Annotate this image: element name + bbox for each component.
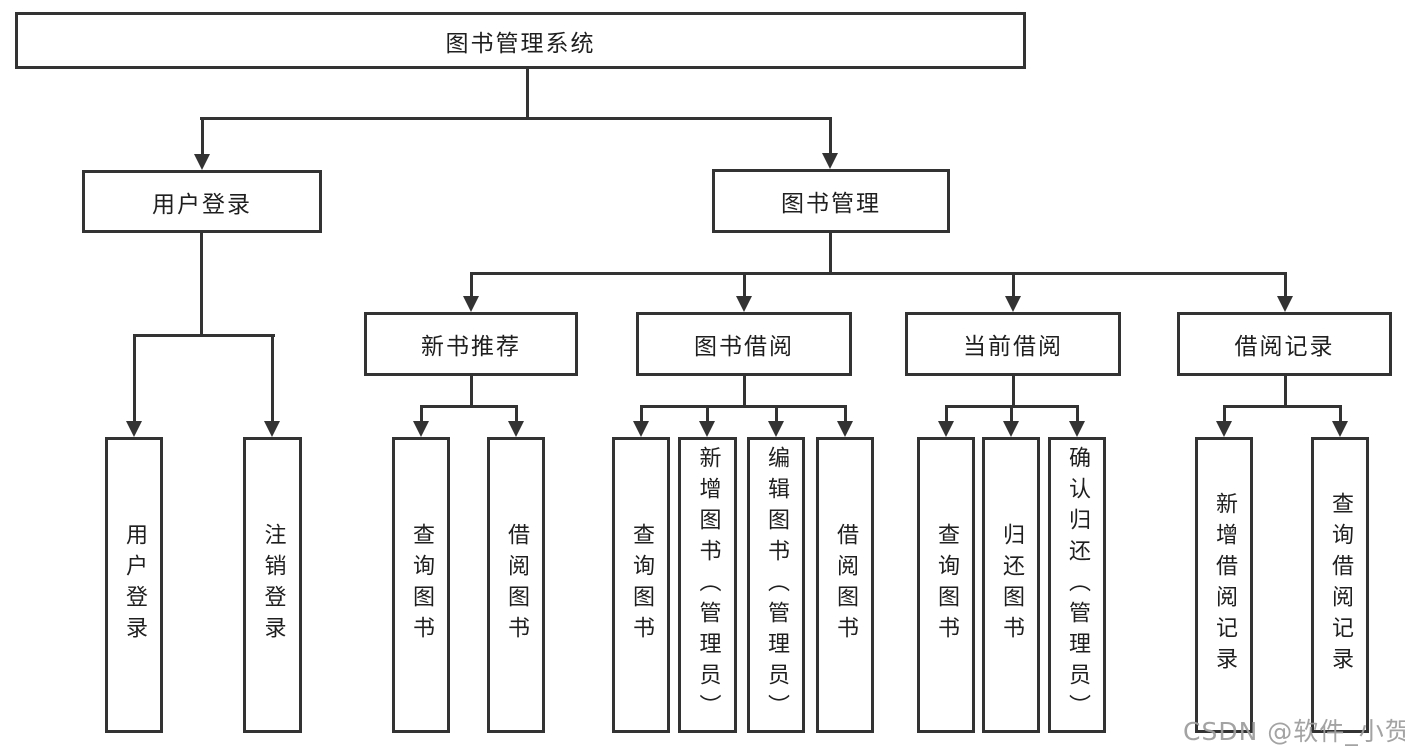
- leaf-borrow-books-recommend-label: 借阅图书: [504, 523, 529, 647]
- arrow-down-icon: [1005, 296, 1021, 312]
- connector-line: [829, 233, 832, 275]
- connector-line: [470, 272, 1287, 275]
- connector-line: [1223, 405, 1226, 423]
- node-library-system-label: 图书管理系统: [445, 30, 596, 57]
- node-user-login: 用户登录: [82, 170, 322, 233]
- connector-line: [1284, 272, 1287, 296]
- arrow-down-icon: [463, 296, 479, 312]
- arrow-down-icon: [508, 421, 524, 437]
- leaf-edit-book-admin-label: 编辑图书（管理员）: [764, 445, 789, 725]
- node-book-management: 图书管理: [712, 169, 950, 233]
- leaf-query-books-borrowing-label: 查询图书: [629, 523, 654, 647]
- leaf-user-login-label: 用户登录: [122, 523, 147, 647]
- arrow-down-icon: [1216, 421, 1232, 437]
- arrow-down-icon: [413, 421, 429, 437]
- connector-line: [133, 334, 136, 422]
- connector-line: [640, 405, 643, 423]
- node-book-borrowing-label: 图书借阅: [694, 334, 794, 360]
- node-new-book-recommend: 新书推荐: [364, 312, 578, 376]
- node-book-management-label: 图书管理: [781, 191, 881, 217]
- arrow-down-icon: [736, 296, 752, 312]
- node-borrowing-records: 借阅记录: [1177, 312, 1392, 376]
- leaf-query-books-current: 查询图书: [917, 437, 975, 733]
- connector-line: [470, 272, 473, 296]
- node-current-borrowing: 当前借阅: [905, 312, 1121, 376]
- arrow-down-icon: [837, 421, 853, 437]
- arrow-down-icon: [768, 421, 784, 437]
- leaf-add-borrow-record-label: 新增借阅记录: [1212, 492, 1237, 678]
- connector-line: [1223, 405, 1342, 408]
- connector-line: [200, 117, 832, 120]
- leaf-borrow-books-borrowing: 借阅图书: [816, 437, 874, 733]
- leaf-borrow-books-recommend: 借阅图书: [487, 437, 545, 733]
- connector-line: [420, 405, 518, 408]
- leaf-confirm-return-admin: 确认归还（管理员）: [1048, 437, 1106, 733]
- leaf-add-borrow-record: 新增借阅记录: [1195, 437, 1253, 733]
- connector-line: [743, 374, 746, 408]
- arrow-down-icon: [633, 421, 649, 437]
- arrow-down-icon: [1003, 421, 1019, 437]
- arrow-down-icon: [194, 154, 210, 170]
- leaf-query-borrow-record-label: 查询借阅记录: [1328, 492, 1353, 678]
- connector-line: [200, 233, 203, 337]
- connector-line: [706, 405, 709, 423]
- csdn-watermark: CSDN @软件_小贺同学: [1183, 717, 1405, 746]
- connector-line: [420, 405, 423, 423]
- leaf-add-book-admin-label: 新增图书（管理员）: [695, 445, 721, 725]
- arrow-down-icon: [938, 421, 954, 437]
- connector-line: [844, 405, 847, 423]
- connector-line: [640, 405, 847, 408]
- leaf-query-books-borrowing: 查询图书: [612, 437, 670, 733]
- connector-line: [1284, 374, 1287, 408]
- node-new-book-recommend-label: 新书推荐: [421, 334, 521, 360]
- connector-line: [743, 272, 746, 296]
- leaf-query-books-recommend-label: 查询图书: [409, 523, 434, 647]
- connector-line: [271, 334, 274, 422]
- arrow-down-icon: [822, 153, 838, 169]
- arrow-down-icon: [1069, 421, 1085, 437]
- leaf-query-books-recommend: 查询图书: [392, 437, 450, 733]
- leaf-return-books: 归还图书: [982, 437, 1040, 733]
- connector-line: [1076, 405, 1079, 423]
- arrow-down-icon: [1277, 296, 1293, 312]
- connector-line: [526, 67, 529, 118]
- connector-line: [1012, 272, 1015, 296]
- arrow-down-icon: [126, 421, 142, 437]
- node-user-login-label: 用户登录: [152, 191, 252, 218]
- connector-line: [1339, 405, 1342, 423]
- node-book-borrowing: 图书借阅: [636, 312, 852, 376]
- leaf-logout: 注销登录: [243, 437, 302, 733]
- leaf-return-books-label: 归还图书: [999, 523, 1024, 647]
- leaf-confirm-return-admin-label: 确认归还（管理员）: [1065, 445, 1090, 725]
- node-current-borrowing-label: 当前借阅: [963, 334, 1063, 360]
- leaf-user-login: 用户登录: [105, 437, 163, 733]
- leaf-borrow-books-borrowing-label: 借阅图书: [833, 523, 858, 647]
- connector-line: [1012, 374, 1015, 408]
- connector-line: [201, 117, 204, 155]
- connector-line: [775, 405, 778, 423]
- connector-line: [945, 405, 948, 423]
- arrow-down-icon: [699, 421, 715, 437]
- connector-line: [829, 117, 832, 154]
- connector-line: [1010, 405, 1013, 423]
- connector-line: [470, 374, 473, 408]
- arrow-down-icon: [1332, 421, 1348, 437]
- leaf-query-borrow-record: 查询借阅记录: [1311, 437, 1369, 733]
- leaf-query-books-current-label: 查询图书: [934, 523, 959, 647]
- node-library-system: 图书管理系统: [15, 12, 1026, 69]
- connector-line: [133, 334, 275, 337]
- leaf-logout-label: 注销登录: [260, 523, 286, 647]
- leaf-edit-book-admin: 编辑图书（管理员）: [747, 437, 805, 733]
- leaf-add-book-admin: 新增图书（管理员）: [678, 437, 737, 733]
- node-borrowing-records-label: 借阅记录: [1234, 334, 1335, 360]
- arrow-down-icon: [264, 421, 280, 437]
- connector-line: [515, 405, 518, 423]
